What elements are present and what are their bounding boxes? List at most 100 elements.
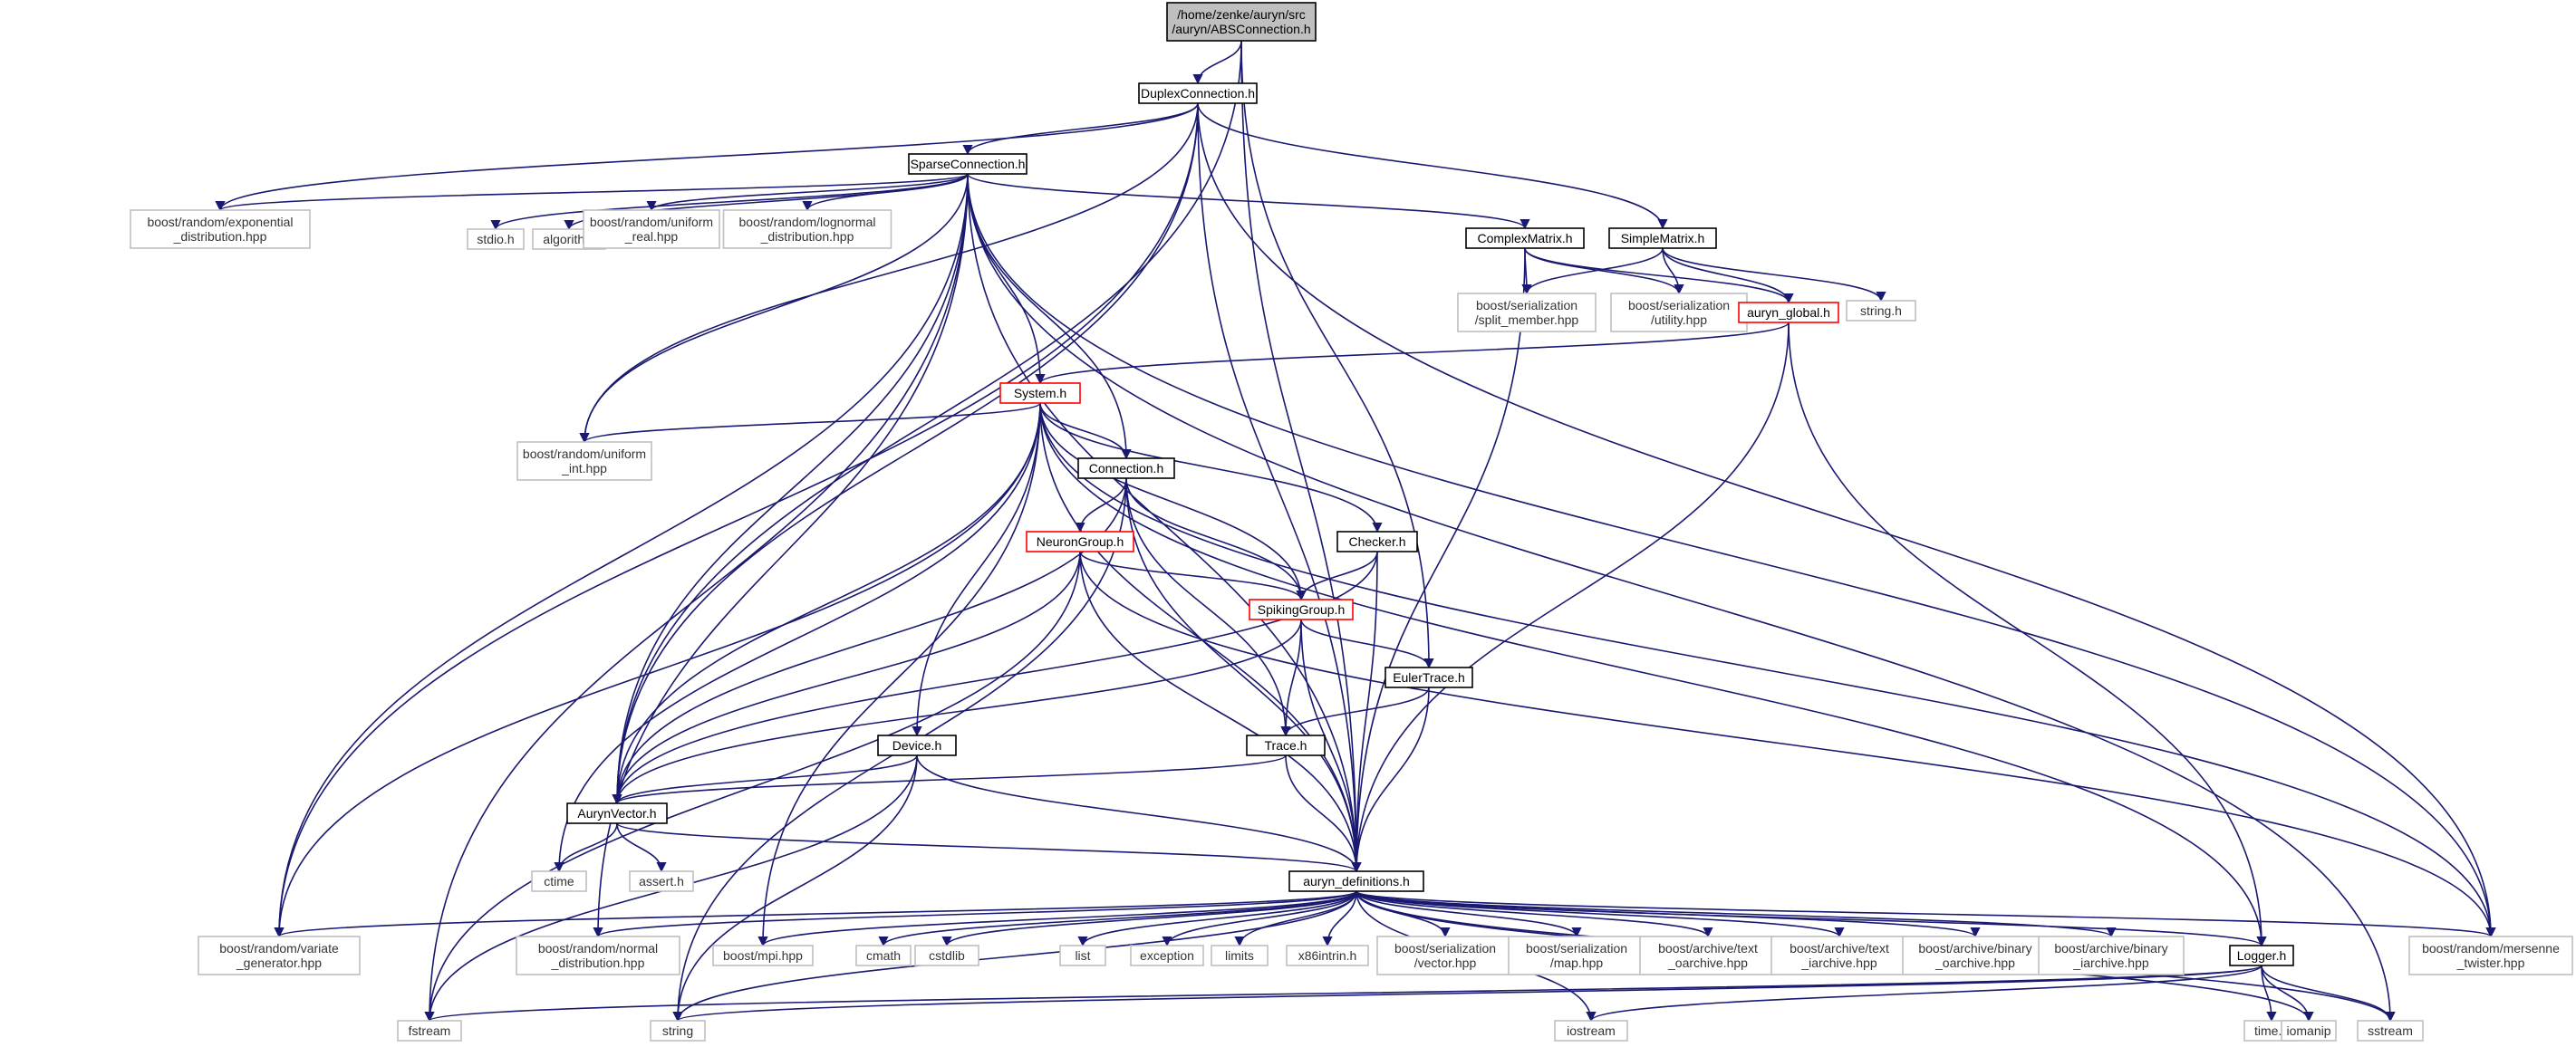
edge-system-to-spiking (1039, 402, 1307, 601)
node-vector[interactable]: AurynVector.h (566, 802, 668, 824)
node-bnormal[interactable]: boost/random/normal_distribution.hpp (516, 936, 680, 975)
edge-device-to-string (672, 754, 918, 1023)
node-label-iomanip: iomanip (2286, 1023, 2330, 1038)
node-bexp[interactable]: boost/random/exponential_distribution.hp… (130, 209, 311, 249)
edge-neurongroup-to-spiking (1079, 551, 1307, 601)
node-label-connection: Connection.h (1089, 461, 1164, 475)
node-bsplit[interactable]: boost/serialization/split_member.hpp (1457, 293, 1597, 332)
edge-sparse-to-bmersenne (967, 173, 2496, 938)
node-simple[interactable]: SimpleMatrix.h (1608, 227, 1717, 249)
node-box-spiking (1249, 599, 1354, 620)
node-box-exception (1130, 945, 1204, 966)
node-bbiarch[interactable]: boost/archive/binary_iarchive.hpp (2038, 936, 2185, 975)
edge-euler-to-defs (1351, 687, 1430, 873)
node-system[interactable]: System.h (999, 382, 1081, 404)
node-box-bsplit (1457, 293, 1597, 332)
node-label-bmap: boost/serialization (1526, 941, 1627, 956)
node-checker[interactable]: Checker.h (1336, 531, 1418, 552)
node-bboarch[interactable]: boost/archive/binary_oarchive.hpp (1902, 936, 2049, 975)
node-label-bexp: boost/random/exponential (147, 215, 293, 229)
node-stringh[interactable]: string.h (1846, 300, 1916, 322)
node-box-device (877, 735, 957, 756)
node-label-neurongroup: NeuronGroup.h (1037, 534, 1124, 549)
node-limits[interactable]: limits (1211, 945, 1269, 966)
node-box-bunireal (583, 209, 720, 249)
node-label-complex: ComplexMatrix.h (1477, 231, 1572, 245)
node-iomanip[interactable]: iomanip (2281, 1020, 2337, 1042)
edge-sparse-to-bvariate (274, 173, 969, 938)
node-defs[interactable]: auryn_definitions.h (1288, 870, 1424, 892)
node-label-bsplit: /split_member.hpp (1475, 312, 1579, 327)
node-euler[interactable]: EulerTrace.h (1384, 667, 1473, 688)
node-label-bmersenne: _twister.hpp (2456, 956, 2525, 970)
edge-simple-to-stringh (1662, 247, 1886, 303)
node-label-bboarch: _oarchive.hpp (1934, 956, 2015, 970)
node-cmath[interactable]: cmath (855, 945, 912, 966)
node-neurongroup[interactable]: NeuronGroup.h (1026, 531, 1134, 552)
node-string[interactable]: string (650, 1020, 706, 1042)
edge-duplex-to-bexp (215, 102, 1199, 212)
node-bunireal[interactable]: boost/random/uniform_real.hpp (583, 209, 720, 249)
node-btoarch[interactable]: boost/archive/text_oarchive.hpp (1639, 936, 1777, 975)
edge-defs-to-bnormal (593, 890, 1357, 938)
node-sparse[interactable]: SparseConnection.h (908, 153, 1028, 175)
node-bvector[interactable]: boost/serialization/vector.hpp (1376, 936, 1514, 975)
node-box-list (1059, 945, 1106, 966)
node-abs[interactable]: /home/zenke/auryn/src/auryn/ABSConnectio… (1166, 2, 1317, 42)
node-label-euler: EulerTrace.h (1393, 670, 1465, 685)
node-box-sparse (908, 153, 1028, 175)
edge-device-to-defs (916, 754, 1362, 873)
edge-trace-to-vector (612, 754, 1287, 805)
node-label-bmap: /map.hpp (1550, 956, 1604, 970)
node-box-bvector (1376, 936, 1514, 975)
edge-defs-to-btiarch (1356, 890, 1845, 938)
node-buniint[interactable]: boost/random/uniform_int.hpp (516, 441, 652, 481)
edge-complex-to-defs (1351, 247, 1526, 873)
node-label-bexp: _distribution.hpp (173, 229, 267, 244)
node-label-stdio: stdio.h (477, 232, 514, 246)
node-complex[interactable]: ComplexMatrix.h (1465, 227, 1585, 249)
node-logger[interactable]: Logger.h (2229, 945, 2294, 966)
node-label-blognormal: _distribution.hpp (760, 229, 854, 244)
node-bvariate[interactable]: boost/random/variate_generator.hpp (198, 936, 361, 975)
edge-sparse-to-fstream (424, 173, 969, 1023)
node-stdio[interactable]: stdio.h (467, 228, 525, 250)
node-sstream[interactable]: sstream (2357, 1020, 2424, 1042)
node-list[interactable]: list (1059, 945, 1106, 966)
edge-system-to-checker (1039, 402, 1383, 533)
node-iostream[interactable]: iostream (1554, 1020, 1628, 1042)
node-trace[interactable]: Trace.h (1246, 735, 1326, 756)
node-exception[interactable]: exception (1130, 945, 1204, 966)
edge-defs-to-list (1077, 890, 1357, 947)
node-cstdlib[interactable]: cstdlib (914, 945, 979, 966)
node-x86[interactable]: x86intrin.h (1286, 945, 1369, 966)
edge-sparse-to-buniint (579, 173, 969, 444)
edge-spiking-to-euler (1300, 619, 1434, 669)
node-asserth[interactable]: assert.h (629, 870, 694, 892)
node-ctime[interactable]: ctime (531, 870, 587, 892)
node-blognormal[interactable]: boost/random/lognormal_distribution.hpp (722, 209, 892, 249)
node-bmpi[interactable]: boost/mpi.hpp (712, 945, 814, 966)
node-fstream[interactable]: fstream (397, 1020, 462, 1042)
node-spiking[interactable]: SpikingGroup.h (1249, 599, 1354, 620)
edge-sparse-to-stdio (490, 173, 969, 231)
node-label-btoarch: _oarchive.hpp (1667, 956, 1748, 970)
node-label-list: list (1075, 948, 1090, 963)
node-device[interactable]: Device.h (877, 735, 957, 756)
node-bmap[interactable]: boost/serialization/map.hpp (1508, 936, 1645, 975)
node-global[interactable]: auryn_global.h (1738, 302, 1839, 323)
edge-sparse-to-blognormal (802, 173, 969, 212)
node-butility[interactable]: boost/serialization/utility.hpp (1610, 293, 1748, 332)
node-btiarch[interactable]: boost/archive/text_iarchive.hpp (1770, 936, 1908, 975)
node-connection[interactable]: Connection.h (1077, 457, 1175, 479)
node-label-simple: SimpleMatrix.h (1621, 231, 1705, 245)
node-bmersenne[interactable]: boost/random/mersenne_twister.hpp (2408, 936, 2573, 975)
edge-logger-to-fstream (425, 965, 2262, 1023)
node-box-cmath (855, 945, 912, 966)
node-label-stringh: string.h (1860, 303, 1902, 318)
edge-defs-to-btoarch (1356, 890, 1713, 938)
edge-defs-to-bmpi (757, 890, 1357, 947)
node-box-bbiarch (2038, 936, 2185, 975)
node-box-limits (1211, 945, 1269, 966)
node-duplex[interactable]: DuplexConnection.h (1138, 82, 1258, 104)
